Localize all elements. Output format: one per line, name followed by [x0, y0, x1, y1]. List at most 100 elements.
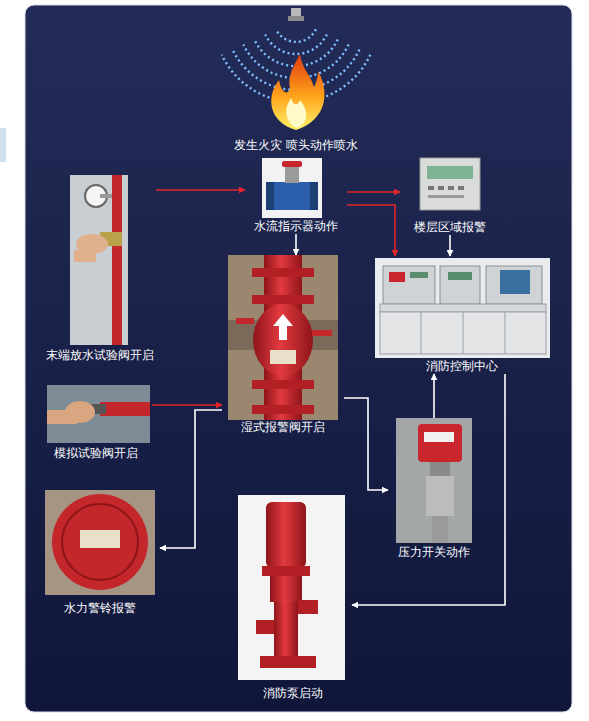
- node-caption: 消防泵启动: [263, 686, 323, 701]
- signal-arrow: [156, 189, 245, 191]
- fire-pump-photo-part: [260, 656, 316, 668]
- fire-pump-photo-part: [274, 602, 298, 656]
- fire-pump-node: 消防泵启动: [234, 493, 352, 701]
- floor-panel-photo-part: [427, 166, 473, 179]
- control-center-photo-part: [410, 272, 428, 278]
- control-center-photo-part: [463, 312, 464, 354]
- flame-part: [286, 98, 306, 128]
- pressure-switch-photo-part: [432, 516, 448, 543]
- floor-panel-photo-part: [458, 186, 464, 190]
- water-motor-alarm-bell-photo: [45, 490, 155, 595]
- signal-arrow: [347, 205, 395, 256]
- background-frame-part: [0, 128, 6, 162]
- control-center-photo-part: [500, 270, 530, 294]
- wet-alarm-valve-photo-part: [252, 295, 314, 304]
- fire-sprinkler-node: 发生火灾 喷头动作喷水: [196, 10, 396, 153]
- sprinkler-head-part: [291, 8, 301, 16]
- water-motor-alarm-bell-photo-part: [45, 490, 155, 595]
- floor-panel-photo-part: [428, 195, 464, 198]
- fire-pump-photo-part: [298, 600, 318, 614]
- wet-alarm-valve-photo-part: [312, 330, 332, 336]
- wet-alarm-valve-photo-part: [273, 314, 293, 340]
- flow-arrow: [433, 374, 435, 418]
- flow-indicator-node: 水流指示器动作: [245, 155, 347, 234]
- floor-panel-photo-part: [438, 186, 444, 190]
- sprinkler-head: [288, 8, 304, 21]
- fire-pump-photo-part: [262, 566, 310, 576]
- pressure-switch-photo-part: [424, 432, 454, 442]
- flow-indicator-photo-part: [285, 165, 299, 183]
- fire-pump-photo-part: [270, 576, 302, 602]
- sprinkler-spray-part: [276, 29, 316, 42]
- pressure-switch-photo-part: [418, 424, 462, 462]
- end-test-valve-photo-part: [100, 194, 112, 198]
- wet-alarm-valve-photo-part: [236, 318, 254, 324]
- flow-arrow: [295, 234, 297, 255]
- flow-arrow: [352, 374, 505, 605]
- water-motor-alarm-bell-photo-part: [52, 494, 148, 590]
- node-caption: 消防控制中心: [426, 359, 498, 374]
- wet-alarm-valve-photo-part: [228, 255, 338, 420]
- control-center-photo-part: [421, 312, 422, 354]
- water-motor-alarm-bell-photo-part: [80, 530, 120, 548]
- end-test-valve-node: 末端放水试验阀开启: [44, 175, 156, 363]
- flow-indicator-photo-part: [282, 161, 302, 167]
- end-test-valve-photo-part: [70, 175, 128, 345]
- wet-alarm-valve-photo: [228, 255, 338, 420]
- node-caption: 模拟试验阀开启: [54, 446, 138, 461]
- fire-pump-photo-part: [256, 620, 274, 634]
- control-center-photo-part: [375, 258, 550, 358]
- wet-alarm-valve-photo-part: [270, 350, 296, 364]
- signal-arrow: [347, 191, 400, 193]
- simulated-test-valve-photo-part: [100, 402, 150, 416]
- control-center-photo-part: [380, 304, 546, 312]
- control-center-photo-part: [448, 272, 472, 280]
- flow-indicator-photo-part: [310, 182, 318, 210]
- fire-pump-photo: [238, 495, 345, 680]
- pressure-switch-photo-part: [396, 418, 472, 543]
- flow-arrow: [449, 235, 451, 256]
- node-caption: 发生火灾 喷头动作喷水: [234, 138, 358, 153]
- flame: [271, 54, 324, 130]
- control-center-node: 消防控制中心: [372, 256, 552, 374]
- fire-pump-photo-part: [238, 495, 345, 680]
- control-center-photo: [375, 258, 550, 358]
- floor-alarm-node: 楼层区域报警: [400, 155, 500, 235]
- floor-panel-photo: [420, 158, 480, 210]
- wet-alarm-valve-photo-part: [252, 380, 314, 389]
- control-center-photo-part: [486, 266, 542, 304]
- node-caption: 楼层区域报警: [414, 220, 486, 235]
- flow-indicator-photo-part: [266, 182, 318, 210]
- simulated-test-valve-photo-part: [47, 385, 150, 443]
- simulated-test-valve-photo: [47, 385, 150, 443]
- control-center-photo-part: [389, 272, 405, 282]
- sprinkler-head-part: [288, 16, 304, 21]
- end-test-valve-photo-part: [112, 175, 122, 345]
- wet-alarm-valve-node: 湿式报警阀开启: [222, 255, 344, 435]
- pressure-switch-node: 压力开关动作: [388, 418, 480, 560]
- node-caption: 水力警铃报警: [64, 601, 136, 616]
- alarm-bell-node: 水力警铃报警: [40, 490, 160, 616]
- floor-panel-photo-part: [448, 186, 454, 190]
- background-frame-part: [25, 5, 572, 712]
- control-center-photo-part: [383, 266, 435, 304]
- flow-indicator-photo-part: [266, 182, 274, 210]
- floor-panel-photo-part: [420, 158, 480, 210]
- simulated-test-valve-photo-part: [47, 410, 77, 424]
- pressure-switch-photo-part: [426, 476, 454, 516]
- control-center-photo-part: [440, 266, 480, 304]
- node-caption: 湿式报警阀开启: [241, 420, 325, 435]
- flow-arrow: [160, 410, 222, 548]
- node-caption: 压力开关动作: [398, 545, 470, 560]
- flow-indicator-photo: [262, 158, 322, 218]
- signal-arrow: [152, 404, 222, 406]
- flame-part: [271, 54, 324, 130]
- flow-indicator-photo-part: [262, 158, 322, 218]
- wet-alarm-valve-photo-part: [252, 268, 314, 277]
- pressure-switch-photo: [396, 418, 472, 543]
- control-center-photo-part: [505, 312, 506, 354]
- water-motor-alarm-bell-photo-part: [62, 504, 138, 580]
- end-test-valve-photo-part: [74, 250, 96, 262]
- simulated-test-valve-node: 模拟试验阀开启: [40, 383, 152, 461]
